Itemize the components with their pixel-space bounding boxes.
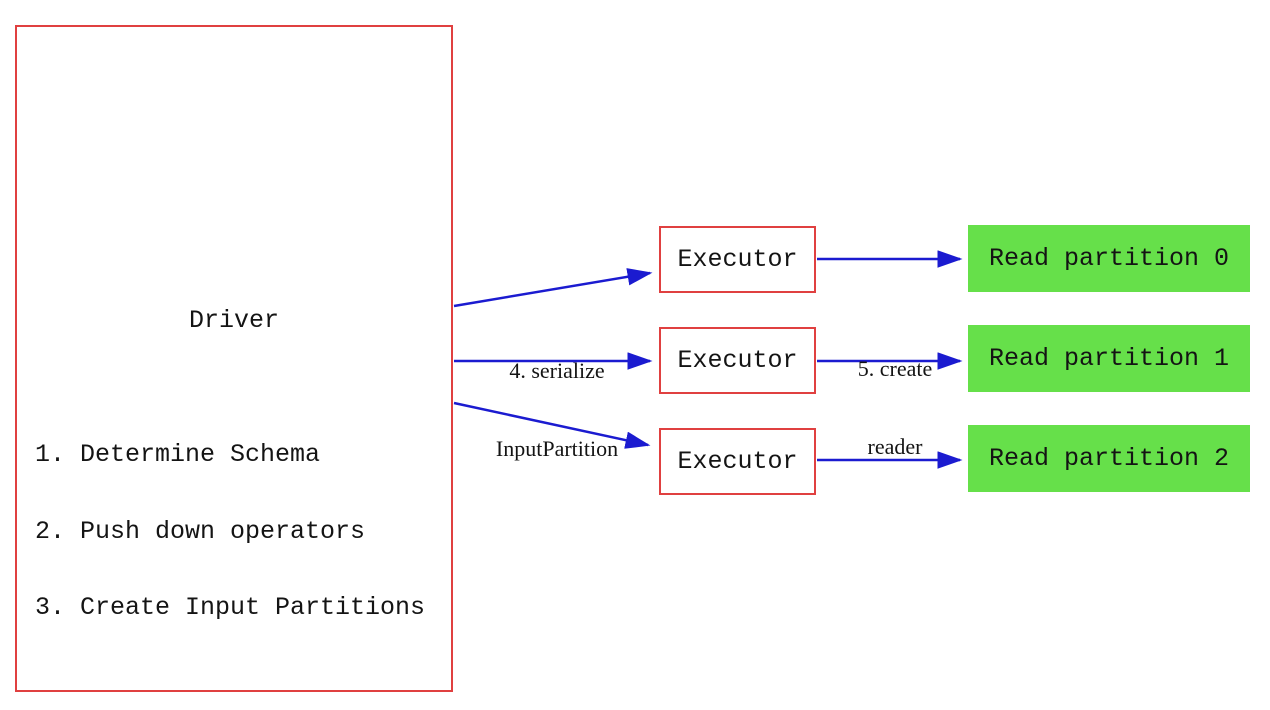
read-partition-1-label: Read partition 1 xyxy=(988,344,1230,373)
edge-label-serialize-inputpartition: 4. serialize InputPartition xyxy=(457,306,657,514)
executor-box-3: Executor xyxy=(659,428,816,495)
driver-step-2: 2. Push down operators xyxy=(35,516,366,546)
arrow-driver-to-executor-1 xyxy=(453,268,653,308)
edge-label-reader-line2: reader xyxy=(867,434,923,459)
driver-steps: 1. Determine Schema 2. Push down operato… xyxy=(35,391,425,672)
edge-label-reader-line1: 5. create xyxy=(857,356,933,381)
executor-box-2: Executor xyxy=(659,327,816,394)
driver-step-1: 1. Determine Schema xyxy=(35,440,321,469)
edge-label-create-reader: 5. create reader xyxy=(820,304,970,512)
read-partition-0-label: Read partition 0 xyxy=(988,244,1230,273)
driver-step-3: 3. Create Input Partitions xyxy=(35,593,426,622)
edge-label-serialize-line1: 4. serialize xyxy=(509,358,605,383)
driver-title: Driver xyxy=(188,306,279,335)
edge-label-serialize-line2: InputPartition xyxy=(495,436,619,461)
executor-2-label: Executor xyxy=(677,346,798,375)
executor-box-1: Executor xyxy=(659,226,816,293)
driver-box: Driver 1. Determine Schema 2. Push down … xyxy=(15,25,453,692)
read-partition-1-box: Read partition 1 xyxy=(968,325,1250,392)
arrow-driver-to-executor-3 xyxy=(453,401,651,449)
read-partition-0-box: Read partition 0 xyxy=(968,225,1250,292)
executor-1-label: Executor xyxy=(677,245,798,274)
read-partition-2-box: Read partition 2 xyxy=(968,425,1250,492)
read-partition-2-label: Read partition 2 xyxy=(988,444,1230,473)
executor-3-label: Executor xyxy=(677,447,798,476)
